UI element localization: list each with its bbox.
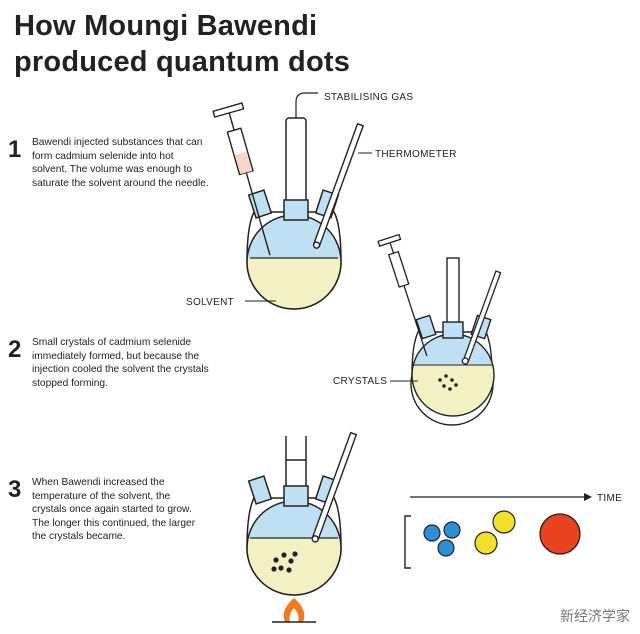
- step-2-text: Small crystals of cadmium selenide immed…: [32, 337, 209, 389]
- crystal-cluster-step-2: [438, 374, 458, 391]
- quantum-dot-icon-large: [539, 513, 581, 555]
- quantum-dot-icon-medium: [474, 510, 516, 555]
- bracket: [404, 515, 411, 569]
- step-3-number: 3: [8, 476, 22, 503]
- flask-2-solvent: [412, 365, 494, 416]
- flask-icon-step-3: [246, 436, 342, 596]
- quantum-dot-icon-small: [423, 521, 461, 557]
- step-1-text: Bawendi injected substances that can for…: [32, 137, 209, 189]
- thermometer-icon-step-2: [461, 270, 502, 365]
- label-stabilising-gas: STABILISING GAS: [324, 92, 414, 103]
- arrow-right-icon: [410, 493, 592, 501]
- step-1-number: 1: [8, 136, 22, 163]
- flame-icon: [272, 598, 316, 623]
- flask-icon-step-1: [246, 92, 342, 310]
- thermometer-icon-step-1: [312, 122, 372, 249]
- syringe-icon-step-2: [377, 233, 428, 357]
- flask-icon-step-2: [410, 257, 495, 426]
- crystal-cluster-step-3: [271, 551, 298, 573]
- title-line-1: How Moungi Bawendi: [14, 10, 318, 42]
- step-3-text: When Bawendi increased the temperature o…: [32, 477, 196, 543]
- thermometer-icon-step-3: [311, 431, 358, 543]
- step-2-number: 2: [8, 336, 22, 363]
- page-title: How Moungi Bawendi produced quantum dots: [14, 8, 350, 80]
- label-solvent: SOLVENT: [186, 297, 235, 308]
- syringe-icon-step-1: [212, 102, 271, 256]
- label-crystals: CRYSTALS: [333, 376, 388, 387]
- label-thermometer: THERMOMETER: [375, 149, 457, 160]
- title-line-2: produced quantum dots: [14, 46, 351, 78]
- watermark: 新经济学家: [560, 608, 630, 624]
- label-time: TIME: [597, 493, 623, 504]
- flask-3-solvent: [247, 538, 341, 595]
